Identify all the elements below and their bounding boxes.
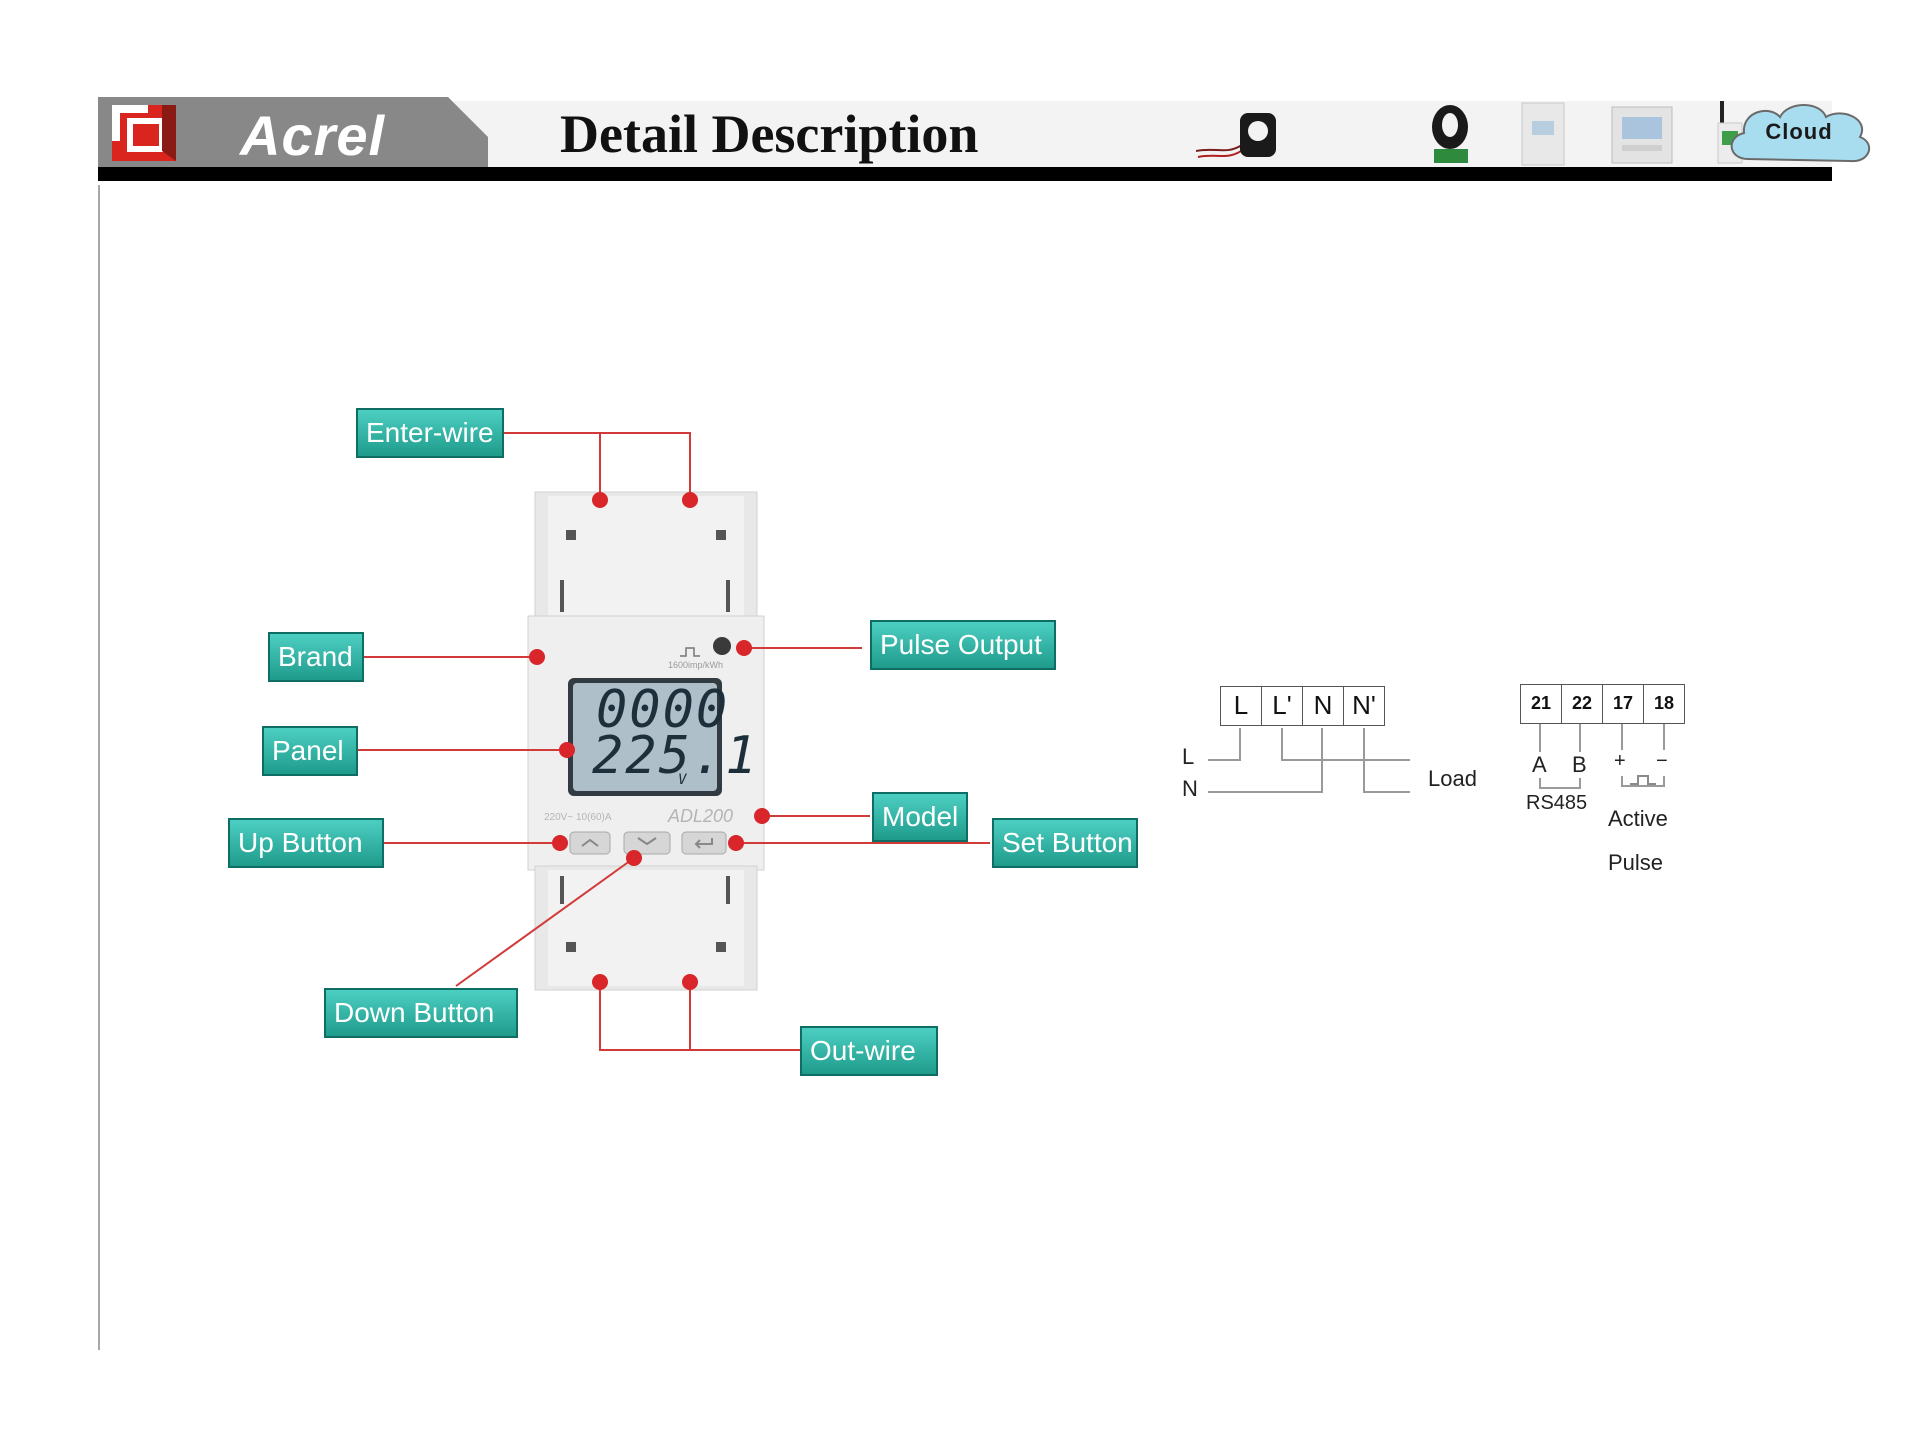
down-arrow-icon (637, 837, 657, 846)
power-wiring-lines (1208, 728, 1410, 793)
device-pulse-print: 1600imp/kWh (668, 660, 724, 670)
split-core-ct-icon (1196, 113, 1276, 158)
device-model-print: ADL200 (668, 806, 734, 826)
rs485-a-label: A (1532, 752, 1547, 777)
lcd-panel (573, 683, 717, 791)
hall-sensor-icon (1432, 105, 1468, 163)
pulse-symbol-icon (680, 647, 700, 657)
cloud-label: Cloud (1765, 119, 1833, 144)
header-banner: Acrel Detail Description Cloud (98, 97, 1871, 185)
pulse-label: Pulse (1608, 850, 1664, 875)
terminal-21: 21 (1520, 684, 1562, 724)
terminal-17: 17 (1602, 684, 1644, 724)
callout-down-button: Down Button (324, 988, 518, 1038)
terminal-n-prime: N' (1343, 686, 1385, 726)
up-button-shape[interactable] (569, 831, 611, 855)
pulse-minus-label: − (1656, 750, 1668, 772)
page-title: Detail Description (560, 104, 979, 164)
terminal-l-prime: L' (1261, 686, 1303, 726)
callout-enter-wire: Enter-wire (356, 408, 504, 458)
din-meter-small-icon (1521, 102, 1565, 166)
line-n-label: N (1182, 776, 1198, 801)
lcd-unit: V (678, 772, 689, 788)
header-underline (98, 167, 1832, 181)
terminal-l: L (1220, 686, 1262, 726)
active-label: Active (1608, 806, 1668, 831)
terminal-22: 22 (1561, 684, 1603, 724)
pulse-plus-label: + (1614, 750, 1626, 772)
callout-panel: Panel (262, 726, 358, 776)
callout-set-button: Set Button (992, 818, 1138, 868)
terminal-n: N (1302, 686, 1344, 726)
brand-name: Acrel (240, 104, 386, 167)
up-arrow-icon (581, 838, 599, 847)
enter-arrow-icon (694, 838, 713, 849)
line-l-label: L (1182, 744, 1195, 769)
acrel-logo-icon (112, 105, 176, 161)
device-rating-print: 220V~ 10(60)A (544, 812, 612, 823)
load-label: Load (1428, 766, 1477, 791)
left-page-rule (98, 185, 100, 1350)
rs485-b-label: B (1572, 752, 1587, 777)
callout-up-button: Up Button (228, 818, 384, 868)
cloud-icon (1730, 104, 1871, 163)
callout-pulse-output: Pulse Output (870, 620, 1056, 670)
pulse-led (713, 637, 731, 655)
din-meter-large-icon (1611, 106, 1673, 164)
comm-wiring-lines (1539, 722, 1665, 789)
rs485-label: RS485 (1526, 792, 1588, 814)
callout-out-wire: Out-wire (800, 1026, 938, 1076)
leader-lines (356, 432, 990, 1051)
lcd-reading-top: 0000 (596, 680, 730, 740)
leader-dots (529, 492, 770, 990)
lcd-reading-bottom: 225.1 (592, 726, 759, 786)
terminal-18: 18 (1643, 684, 1685, 724)
callout-brand: Brand (268, 632, 364, 682)
callout-model: Model (872, 792, 968, 842)
